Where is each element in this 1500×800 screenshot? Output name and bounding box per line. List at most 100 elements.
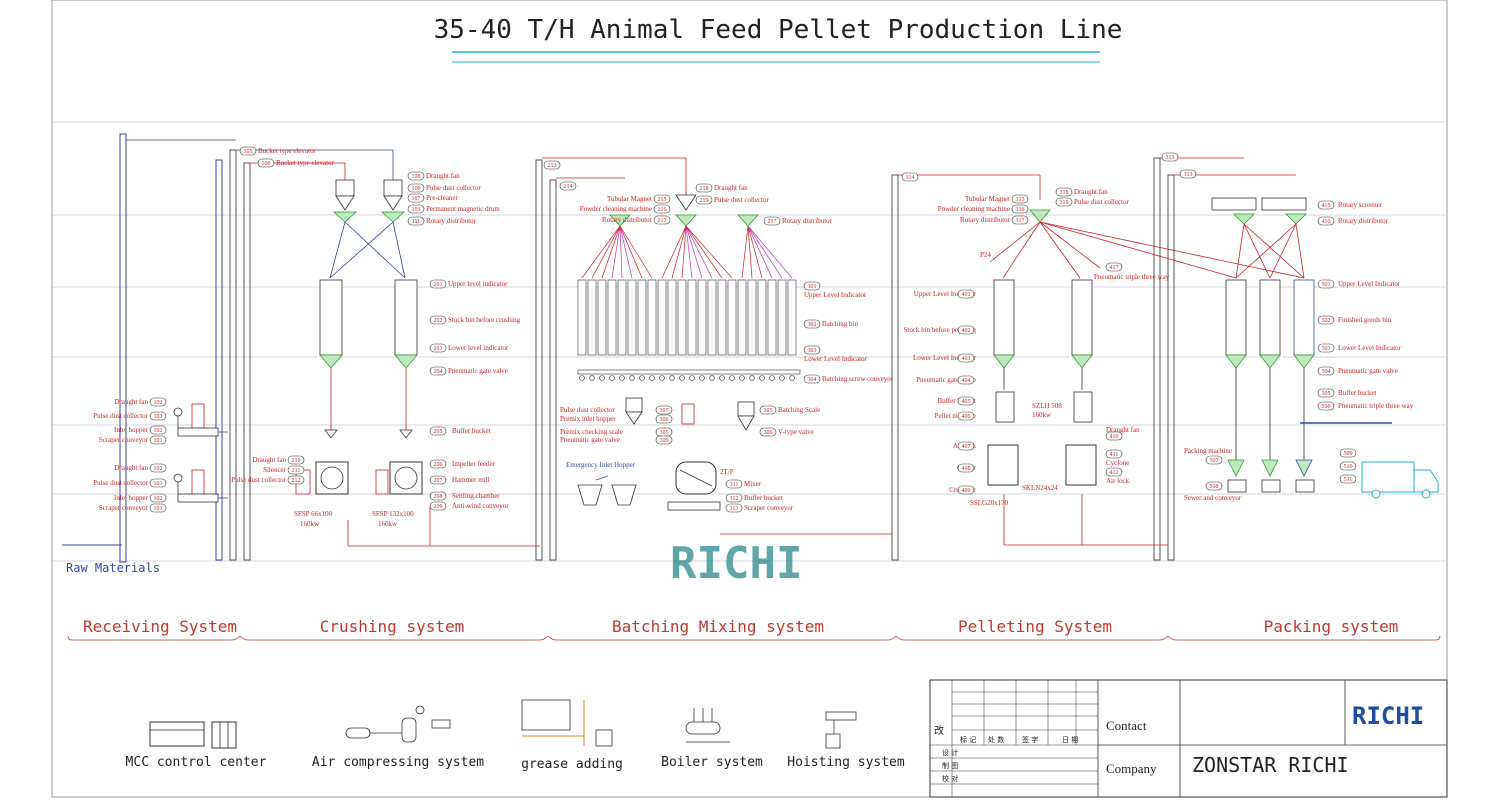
- batching-outlet-13: [709, 375, 715, 381]
- batching-feed-line-17: [747, 225, 753, 279]
- pellet-left-num-4-badge: [957, 396, 975, 406]
- tb-row-draw: 制 图: [942, 761, 958, 770]
- crush-lower-num-3-badge: [429, 491, 447, 501]
- batching-outlet-10: [679, 375, 685, 381]
- batching-feed-line-12: [685, 225, 703, 279]
- crushing-bin-1: [319, 279, 343, 356]
- crush-right-label-0: Draught fan: [426, 172, 460, 180]
- pellet-top-num-2: 317: [1016, 218, 1025, 224]
- batch-right-label-1: V-type valve: [778, 428, 814, 436]
- crush-lower-num-1-badge: [429, 459, 447, 469]
- pack-bin-label-0: Upper Level Indicator: [1338, 280, 1401, 288]
- section-labels: Receiving System Crushing system Batchin…: [67, 617, 1441, 641]
- crush-left-num-1: 211: [292, 468, 301, 474]
- crush-lower-num-2: 207: [434, 478, 443, 484]
- batch-mixer-num-1-badge: [725, 493, 743, 503]
- crush-lower-label-1: Impeller feeder: [452, 460, 496, 468]
- intake-station-2: [173, 469, 228, 503]
- pellet-top-label-0: Tubular Magnet: [965, 195, 1010, 203]
- batching-bin-0: [577, 279, 587, 356]
- batch-top-num-1: 214: [564, 184, 573, 190]
- crush-right-num-2: 107: [412, 196, 421, 202]
- pellet-top-num-3: 318: [1060, 190, 1069, 196]
- pellet-left-label-0: Upper Level Indicator: [914, 290, 977, 298]
- batch-right-num-0: 305: [764, 408, 773, 414]
- batch-top-labelnum-3-badge: [695, 183, 713, 193]
- crumbler-model: SSLG20x170: [970, 499, 1009, 507]
- batching-outlet-9: [669, 375, 675, 381]
- batching-bin-1: [587, 279, 597, 356]
- pack-left-num-0-badge: [1205, 455, 1223, 465]
- crush-lower-num-2-badge: [429, 475, 447, 485]
- crush-left-label-2: Pulse dust collector: [231, 476, 286, 484]
- crush-right-label-4: Rotary distributor: [426, 217, 477, 225]
- pack-top-num-1-badge: [1179, 169, 1197, 179]
- batch-top-num-0: 213: [548, 163, 557, 169]
- receiving-num-3: 101: [154, 438, 163, 444]
- batching-feed-line-1: [591, 225, 621, 279]
- crush-right-num-4: 111: [412, 219, 421, 225]
- receiving-num-6: 102: [154, 496, 163, 502]
- batch-left-num-0: 307: [660, 408, 669, 414]
- pellet-top-num-4-badge: [1055, 197, 1073, 207]
- finished-bin-3: [1293, 279, 1315, 356]
- pellet-top-label-2: Rotary distributor: [960, 216, 1011, 224]
- batching-bin-3: [607, 279, 617, 356]
- batch-top-label-4: Pulse dust collector: [714, 196, 769, 204]
- pellet-left-num-3: 404: [962, 378, 971, 384]
- pack-bin-label-2: Lower Level Indicator: [1338, 344, 1402, 352]
- receiving-num-6-badge: [149, 493, 167, 503]
- batching-outlet-19: [769, 375, 775, 381]
- rotary-screener-1: [1211, 197, 1257, 211]
- pellet-left-num-4: 405: [962, 399, 971, 405]
- legend-grease: grease adding: [521, 757, 623, 772]
- crush-bin-label-3: Pneumatic gate valve: [448, 367, 508, 375]
- emergency-inlet-hoppers: [577, 475, 637, 506]
- batching-outlet-18: [759, 375, 765, 381]
- pellet-bin-1: [993, 279, 1015, 356]
- pre-cleaner-left: [332, 179, 358, 223]
- crush-lower-label-4: Anti-wind conveyor: [452, 502, 509, 510]
- batch-left-num-2: 305: [660, 430, 669, 436]
- pellet-top-num-0-badge: [1011, 194, 1029, 204]
- pack-top2-num-1-badge: [1317, 216, 1335, 226]
- batching-feed-line-15: [685, 225, 733, 279]
- intake-station-1: [173, 403, 228, 437]
- batching-bin-17: [747, 279, 757, 356]
- crush-bin-label-0: Upper level indicator: [448, 280, 508, 288]
- batching-mixing-system: Emergency Inlet Hopper 2T/P 213214Tubula…: [535, 157, 894, 561]
- pellet-left-num-6: 407: [962, 444, 971, 450]
- hoisting-icon: [825, 711, 857, 749]
- crush-right-label-2: Pre-cleaner: [426, 194, 459, 202]
- batching-bin-16: [737, 279, 747, 356]
- crush-left-num-2-badge: [287, 475, 305, 485]
- pellet-right-num-0: 410: [1110, 434, 1119, 440]
- crush-lower-num-4-badge: [429, 501, 447, 511]
- batching-feed-line-6: [619, 225, 643, 279]
- batching-outlet-2: [599, 375, 605, 381]
- pellet-triple-num-badge: [1105, 262, 1123, 272]
- batch-mixer-num-0: 311: [730, 482, 739, 488]
- legend-hoisting: Hoisting system: [787, 755, 905, 770]
- pellet-left-num-5-badge: [957, 411, 975, 421]
- crushing-system: SFSP 66x100 160kw SFSP 132x100 160kw 105…: [231, 146, 540, 547]
- crush-right-num-0-badge: [407, 171, 425, 181]
- batching-bin-21: [787, 279, 797, 356]
- pre-cleaner-right: [380, 179, 406, 223]
- batch-bin-num-3-badge: [803, 374, 821, 384]
- batch-mixer-label-2: Scraper conveyor: [744, 504, 794, 512]
- batch-top-label-5: Rotary distributor: [782, 217, 833, 225]
- batch-top-labelnum-1-badge: [653, 204, 671, 214]
- receiving-num-4-badge: [149, 463, 167, 473]
- batch-left-num-3: 309: [660, 438, 669, 444]
- tb-row-check: 校 对: [942, 774, 958, 783]
- pack-bin-num-5-badge: [1317, 401, 1335, 411]
- tb-header-2: 处 数: [988, 735, 1004, 744]
- crush-right-num-4-badge: [407, 216, 425, 226]
- batching-screw-conveyor: [577, 369, 801, 375]
- pack-bin-num-3-badge: [1317, 366, 1335, 376]
- crush-right-num-3: 110: [412, 207, 421, 213]
- batch-mixer-label-1: Buffer bucket: [744, 494, 783, 502]
- batching-feed-line-5: [619, 225, 633, 279]
